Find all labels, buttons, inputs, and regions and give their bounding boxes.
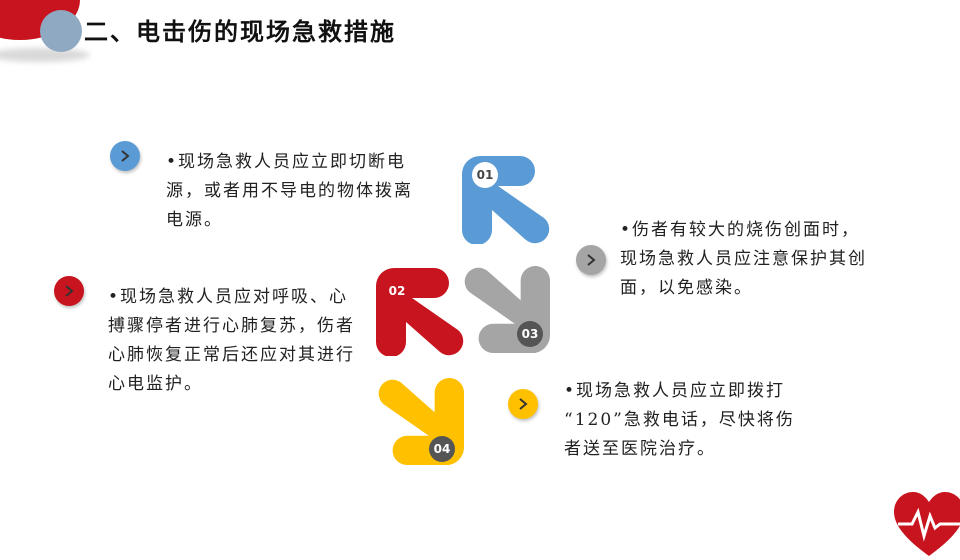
item-text-line: 面，以免感染。 <box>620 278 753 298</box>
step-badge-2: 02 <box>384 278 410 304</box>
bullet-marker-1 <box>110 141 140 171</box>
item-text-line: •现场急救人员应对呼吸、心 <box>108 287 349 307</box>
step-badge-1: 01 <box>472 162 498 188</box>
item-text-1: •现场急救人员应立即切断电 源，或者用不导电的物体拨离 电源。 <box>166 148 456 235</box>
chevron-right-icon <box>587 254 596 266</box>
chevron-right-icon <box>65 285 74 297</box>
item-text-3: •伤者有较大的烧伤创面时， 现场急救人员应注意保护其创 面，以免感染。 <box>620 216 920 303</box>
page-title: 二、电击伤的现场急救措施 <box>84 18 396 46</box>
item-text-line: 心电监护。 <box>108 374 203 394</box>
bullet-marker-3 <box>576 245 606 275</box>
item-text-line: •现场急救人员应立即拨打 <box>564 381 786 401</box>
item-text-line: •现场急救人员应立即切断电 <box>166 152 407 172</box>
decorative-shadow <box>0 48 90 62</box>
item-text-line: 心肺恢复正常后还应对其进行 <box>108 345 355 365</box>
item-text-line: 电源。 <box>166 210 223 230</box>
item-text-4: •现场急救人员应立即拨打 “120”急救电话，尽快将伤 者送至医院治疗。 <box>564 377 854 464</box>
item-text-line: 搏骤停者进行心肺复苏，伤者 <box>108 316 355 336</box>
item-text-2: •现场急救人员应对呼吸、心 搏骤停者进行心肺复苏，伤者 心肺恢复正常后还应对其进… <box>108 283 398 399</box>
step-badge-4: 04 <box>429 436 455 462</box>
item-text-line: “120”急救电话，尽快将伤 <box>564 410 795 430</box>
step-badge-3: 03 <box>517 321 543 347</box>
chevron-right-icon <box>519 398 528 410</box>
item-text-line: 源，或者用不导电的物体拨离 <box>166 181 413 201</box>
bullet-marker-2 <box>54 276 84 306</box>
item-text-line: 者送至医院治疗。 <box>564 439 716 459</box>
decorative-blue-circle <box>40 10 82 52</box>
item-text-line: •伤者有较大的烧伤创面时， <box>620 220 861 240</box>
chevron-right-icon <box>121 150 130 162</box>
heart-pulse-icon <box>894 492 960 556</box>
item-text-line: 现场急救人员应注意保护其创 <box>620 249 867 269</box>
bullet-marker-4 <box>508 389 538 419</box>
